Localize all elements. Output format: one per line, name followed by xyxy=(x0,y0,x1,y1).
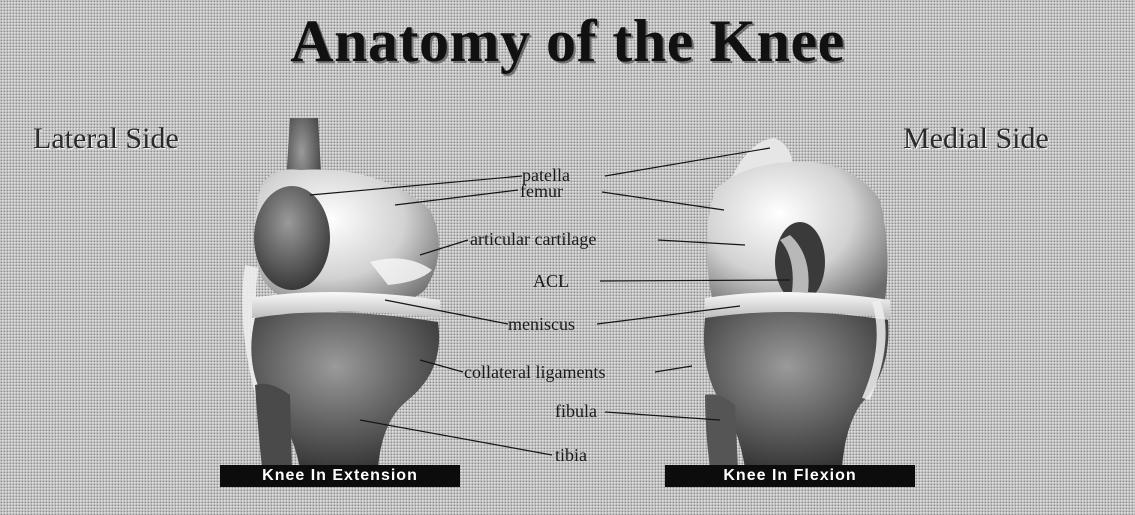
label-tibia: tibia xyxy=(555,445,587,466)
label-femur: femur xyxy=(520,181,563,202)
patella-left xyxy=(254,186,330,290)
label-acl: ACL xyxy=(533,271,569,292)
fibula-right xyxy=(705,394,738,468)
knee-flexion-illustration xyxy=(704,138,890,468)
label-articular-cartilage: articular cartilage xyxy=(470,229,596,250)
knee-extension-illustration xyxy=(242,118,440,468)
label-fibula: fibula xyxy=(555,401,597,422)
fibula-left xyxy=(255,384,292,468)
caption-knee-extension: Knee In Extension xyxy=(220,465,460,487)
label-meniscus: meniscus xyxy=(508,314,575,335)
caption-knee-flexion: Knee In Flexion xyxy=(665,465,915,487)
label-collateral-ligaments: collateral ligaments xyxy=(464,362,605,383)
